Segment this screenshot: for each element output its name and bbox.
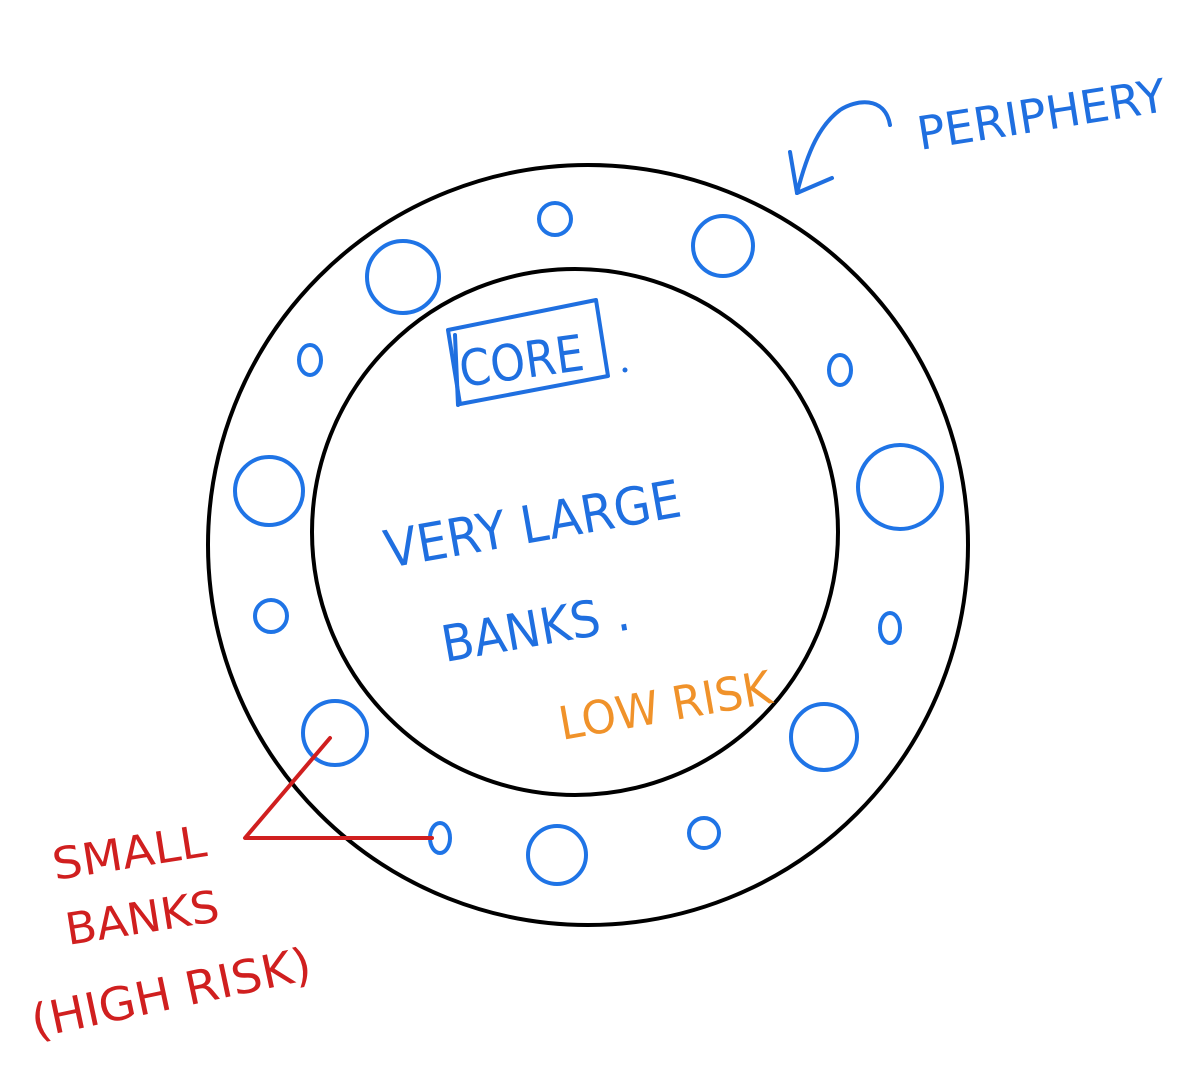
bank-node (526, 824, 588, 886)
banks-label: BANKS . (437, 584, 634, 674)
core-dot (622, 367, 628, 373)
bank-node (691, 214, 755, 278)
bank-node (365, 239, 441, 315)
bank-node (856, 443, 944, 531)
bank-node (233, 455, 305, 527)
core-label: CORE (456, 324, 588, 399)
bank-node (827, 353, 853, 387)
bank-node (687, 816, 721, 850)
core-ring (310, 267, 840, 797)
core-box-tick (453, 333, 460, 407)
periphery-arrowhead-icon (788, 150, 834, 195)
periphery-label: PERIPHERY (913, 68, 1170, 161)
small-banks-label: BANKS (62, 881, 223, 956)
very-large-label: VERY LARGE (380, 470, 686, 581)
bank-node (789, 702, 859, 772)
periphery-ring (206, 163, 970, 927)
low-risk-label: LOW RISK (555, 660, 778, 751)
small-banks-pointer (243, 736, 434, 840)
periphery-arrow-icon (795, 100, 892, 195)
bank-node (537, 201, 573, 237)
bank-node (301, 699, 369, 767)
small-label: SMALL (49, 816, 211, 891)
bank-node (297, 343, 323, 377)
bank-node (253, 598, 289, 634)
bank-node (878, 611, 902, 645)
